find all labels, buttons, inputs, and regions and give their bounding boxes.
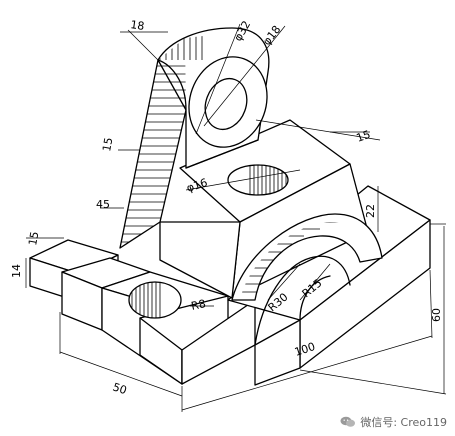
dim-15-base: 15	[26, 230, 41, 246]
dim-15-right: 15	[355, 128, 373, 145]
arch-r30	[231, 213, 383, 346]
wechat-icon	[340, 416, 356, 427]
dim-18-top: 18	[130, 18, 146, 33]
dim-50: 50	[111, 380, 128, 397]
phi16-hole	[227, 164, 289, 196]
dim-15-left: 15	[100, 136, 115, 152]
base-left-lug	[29, 239, 151, 331]
dim-phi16: φ16	[185, 176, 209, 195]
watermark: 微信号: Creo119	[340, 414, 447, 430]
watermark-text: 微信号: Creo119	[360, 416, 447, 429]
dim-14: 14	[10, 264, 23, 278]
dim-60: 60	[430, 308, 443, 322]
dim-100: 100	[293, 340, 317, 359]
left-hole-section	[128, 281, 182, 319]
base-right-block	[181, 185, 431, 386]
dim-22: 22	[364, 204, 377, 218]
dim-r8: R8	[190, 297, 207, 313]
dim-45: 45	[96, 198, 110, 211]
dimension-text: 18 φ32 φ18 15 15 φ16 45 22 15 14 R8 R30 …	[10, 18, 443, 397]
dimension-lines	[25, 23, 447, 412]
upright-ear	[119, 27, 270, 249]
